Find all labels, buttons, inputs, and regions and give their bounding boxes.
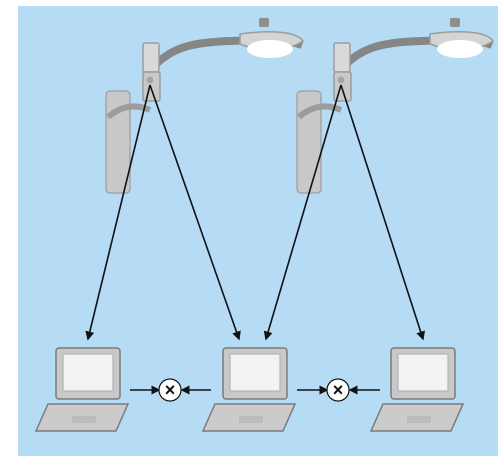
blocked-symbol-left: ×	[165, 380, 176, 400]
network-diagram: × ×	[18, 6, 498, 456]
diagram-panel: × ×	[18, 6, 498, 456]
laptop-right-screen	[398, 354, 448, 391]
lamp-cap-right	[450, 18, 460, 27]
laptop-left-screen	[63, 354, 113, 391]
laptop-center-trackpad	[239, 416, 263, 423]
blocked-symbol-right: ×	[333, 380, 344, 400]
antenna-right	[338, 77, 345, 84]
access-point-box-right	[334, 43, 350, 72]
access-point-left	[143, 72, 160, 101]
access-point-right	[334, 72, 351, 101]
lamp-cap-left	[259, 18, 269, 27]
lamp-glow-right	[437, 40, 483, 58]
laptop-right-trackpad	[407, 416, 431, 423]
access-point-box-left	[143, 43, 159, 72]
laptop-left-trackpad	[72, 416, 96, 423]
antenna-left	[147, 77, 154, 84]
laptop-center-screen	[230, 354, 280, 391]
lamp-glow-left	[247, 40, 293, 58]
